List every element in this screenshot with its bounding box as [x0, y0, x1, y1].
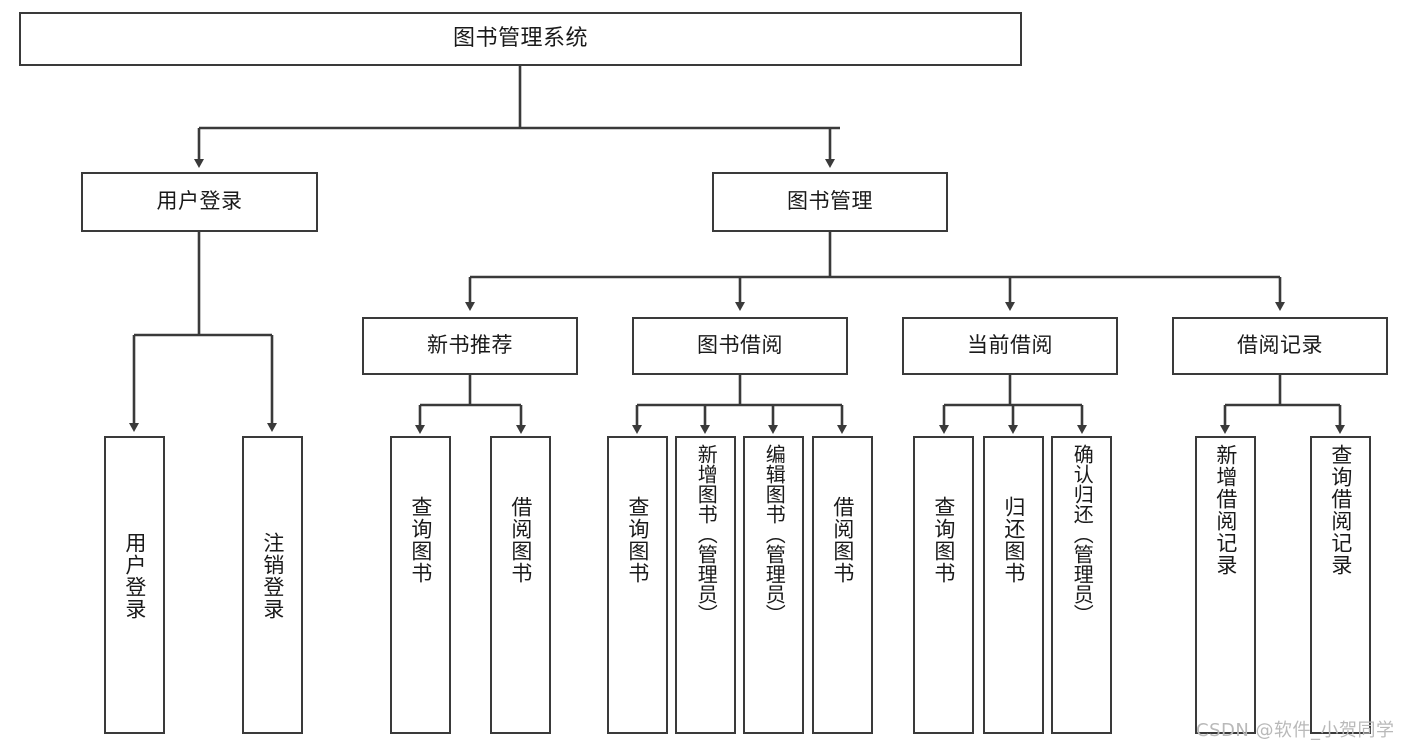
node-label: 借阅记录 — [1237, 333, 1323, 358]
node-label: 新书推荐 — [427, 333, 513, 358]
node-current-borrowing[interactable]: 当前借阅 — [902, 317, 1118, 375]
node-label: 借阅图书 — [830, 496, 855, 584]
node-label: 借阅图书 — [508, 496, 533, 584]
node-label: 新增图书（管理员） — [694, 444, 719, 624]
leaf-confirm-return-admin[interactable]: 确认归还（管理员） — [1051, 436, 1112, 734]
node-label: 查询图书 — [931, 496, 956, 584]
leaf-return-book[interactable]: 归还图书 — [983, 436, 1044, 734]
leaf-borrow-book[interactable]: 借阅图书 — [812, 436, 873, 734]
node-label: 归还图书 — [1001, 496, 1026, 584]
leaf-logout[interactable]: 注销登录 — [242, 436, 303, 734]
node-label: 图书管理 — [787, 189, 873, 214]
leaf-add-borrow-record[interactable]: 新增借阅记录 — [1195, 436, 1256, 734]
node-label: 图书管理系统 — [452, 25, 588, 51]
leaf-user-login[interactable]: 用户登录 — [104, 436, 165, 734]
leaf-query-borrow-record[interactable]: 查询借阅记录 — [1310, 436, 1371, 734]
node-book-management[interactable]: 图书管理 — [712, 172, 948, 232]
node-book-borrowing[interactable]: 图书借阅 — [632, 317, 848, 375]
node-label: 注销登录 — [260, 532, 285, 620]
node-label: 查询图书 — [408, 496, 433, 584]
leaf-query-books-recommend[interactable]: 查询图书 — [390, 436, 451, 734]
leaf-query-books-borrow[interactable]: 查询图书 — [607, 436, 668, 734]
node-label: 图书借阅 — [697, 333, 783, 358]
node-root-book-management-system[interactable]: 图书管理系统 — [19, 12, 1022, 66]
node-label: 新增借阅记录 — [1213, 444, 1238, 576]
leaf-add-book-admin[interactable]: 新增图书（管理员） — [675, 436, 736, 734]
node-label: 查询图书 — [625, 496, 650, 584]
node-label: 编辑图书（管理员） — [762, 444, 787, 624]
node-label: 当前借阅 — [967, 333, 1053, 358]
leaf-query-books-current[interactable]: 查询图书 — [913, 436, 974, 734]
node-label: 用户登录 — [156, 189, 243, 214]
node-borrowing-record[interactable]: 借阅记录 — [1172, 317, 1388, 375]
watermark-text: CSDN @软件_小贺同学 — [1196, 720, 1395, 741]
leaf-borrow-books-recommend[interactable]: 借阅图书 — [490, 436, 551, 734]
leaf-edit-book-admin[interactable]: 编辑图书（管理员） — [743, 436, 804, 734]
node-label: 用户登录 — [122, 532, 147, 620]
node-new-book-recommendation[interactable]: 新书推荐 — [362, 317, 578, 375]
node-user-login[interactable]: 用户登录 — [81, 172, 318, 232]
node-label: 查询借阅记录 — [1328, 444, 1353, 576]
node-label: 确认归还（管理员） — [1070, 444, 1095, 624]
